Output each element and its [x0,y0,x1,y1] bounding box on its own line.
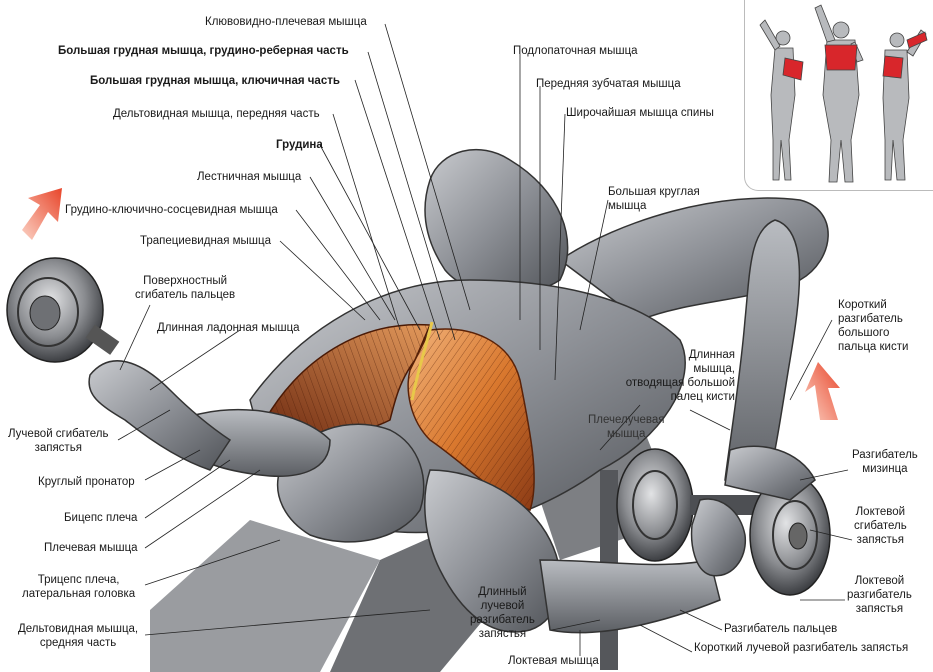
label-deltoid-middle-line1: Дельтовидная мышца, [18,623,139,635]
right-shoulder-lower [424,469,562,633]
label-extensor-digiti-minimi-line2: мизинца [862,463,908,475]
label-pronator-teres: Круглый пронатор [38,476,135,488]
label-abductor-pollicis-longus-line1: Длинная [688,349,735,361]
label-flexor-carpi-radialis-line1: Лучевой сгибатель [8,428,109,440]
label-extensor-carpi-ulnaris: Локтевой разгибатель запястья [847,574,912,616]
label-trapezius: Трапециевидная мышца [140,235,271,247]
label-anconeus: Локтевая мышца [508,655,599,667]
label-extensor-carpi-radialis-longus-line2: лучевой [480,600,525,612]
label-flexor-digitorum-superficialis: Поверхностный сгибатель пальцев [135,274,235,302]
dumbbell-right [616,448,831,596]
label-triceps-lateral-line2: латеральная головка [22,588,136,600]
label-flexor-carpi-ulnaris-line1: Локтевой [855,506,906,518]
label-deltoid-front: Дельтовидная мышца, передняя часть [113,108,320,120]
label-brachioradialis-line2: мышца [607,428,646,440]
label-teres-major-line1: Большая круглая [608,186,700,198]
label-extensor-carpi-radialis-longus-line3: разгибатель [470,614,535,626]
figure-side-left [759,19,804,181]
label-serratus-anterior: Передняя зубчатая мышца [536,78,681,90]
label-teres-major-line2: мышца [608,200,647,212]
label-abductor-pollicis-longus: Длинная мышца, отводящая большой палец к… [610,348,735,404]
label-latissimus: Широчайшая мышца спины [566,107,714,119]
label-subscapularis: Подлопаточная мышца [513,45,638,57]
label-sternum: Грудина [276,139,323,151]
label-extensor-carpi-ulnaris-line2: разгибатель [847,589,912,601]
label-abductor-pollicis-longus-line2: мышца, [693,363,735,375]
label-extensor-pollicis-brevis-line2: разгибатель [838,313,903,325]
label-extensor-pollicis-brevis-line3: большого [838,327,890,339]
label-deltoid-middle-line2: средняя часть [39,637,117,649]
label-extensor-carpi-radialis-longus-line1: Длинный [478,586,527,598]
label-biceps: Бицепс плеча [64,512,138,524]
label-sternocleidomastoid: Грудино-ключично-сосцевидная мышца [65,204,278,216]
label-extensor-pollicis-brevis-line1: Короткий [838,299,887,311]
inset-figures [744,0,933,191]
label-extensor-digitorum: Разгибатель пальцев [724,623,838,635]
label-flexor-carpi-ulnaris: Локтевой сгибатель запястья [854,505,907,547]
label-abductor-pollicis-longus-line4: палец кисти [670,391,735,403]
label-extensor-pollicis-brevis: Короткий разгибатель большого пальца кис… [838,298,908,354]
label-extensor-digiti-minimi-line1: Разгибатель [852,449,918,461]
label-deltoid-middle: Дельтовидная мышца, средняя часть [18,622,138,650]
label-extensor-pollicis-brevis-line4: пальца кисти [838,341,909,353]
label-flexor-carpi-ulnaris-line2: сгибатель [854,520,907,532]
label-flexor-carpi-radialis-line2: запястья [34,442,82,454]
label-extensor-carpi-radialis-longus: Длинный лучевой разгибатель запястья [470,585,535,641]
label-teres-major: Большая круглая мышца [608,185,700,213]
pectoral-right-fibers [408,329,535,510]
label-triceps-lateral: Трицепс плеча, латеральная головка [22,573,135,601]
label-pectoral-sternocostal: Большая грудная мышца, грудино-реберная … [58,45,349,57]
label-palmaris-longus: Длинная ладонная мышца [157,322,300,334]
inset-figures-art [759,4,928,183]
figure-side-right [882,29,928,181]
label-scalene: Лестничная мышца [197,171,302,183]
dumbbell-left [6,257,120,363]
right-hand [690,498,746,577]
arrow-up-right [805,362,840,420]
head [424,148,569,295]
arrow-up-left [22,188,62,240]
label-extensor-carpi-radialis-longus-line4: запястья [478,628,527,640]
label-abductor-pollicis-longus-line3: отводящая большой [625,377,735,389]
label-triceps-lateral-line1: Трицепс плеча, [37,574,120,586]
pectoral-left-fibers [265,324,430,435]
right-forearm-lower [539,559,721,634]
label-extensor-carpi-radialis-brevis: Короткий лучевой разгибатель запястья [694,642,909,654]
label-extensor-digiti-minimi: Разгибатель мизинца [852,448,918,476]
label-flexor-carpi-ulnaris-line3: запястья [856,534,905,546]
figure-front [814,4,864,183]
label-klyuvovidno: Клювовидно-плечевая мышца [205,16,367,28]
label-brachioradialis-line1: Плечелучевая [588,414,665,426]
label-extensor-carpi-ulnaris-line3: запястья [855,603,904,615]
label-flexor-digitorum-superficialis-line2: сгибатель пальцев [135,289,236,301]
label-brachialis: Плечевая мышца [44,542,138,554]
right-hand-raised [724,445,816,501]
label-pectoral-clavicular: Большая грудная мышца, ключичная часть [90,75,340,87]
left-forearm [88,360,232,471]
label-extensor-carpi-ulnaris-line1: Локтевой [854,575,905,587]
label-flexor-digitorum-superficialis-line1: Поверхностный [143,275,228,287]
label-brachioradialis: Плечелучевая мышца [588,413,664,441]
leader-lines [117,23,853,656]
sternum [410,321,434,401]
label-flexor-carpi-radialis: Лучевой сгибатель запястья [8,427,109,455]
